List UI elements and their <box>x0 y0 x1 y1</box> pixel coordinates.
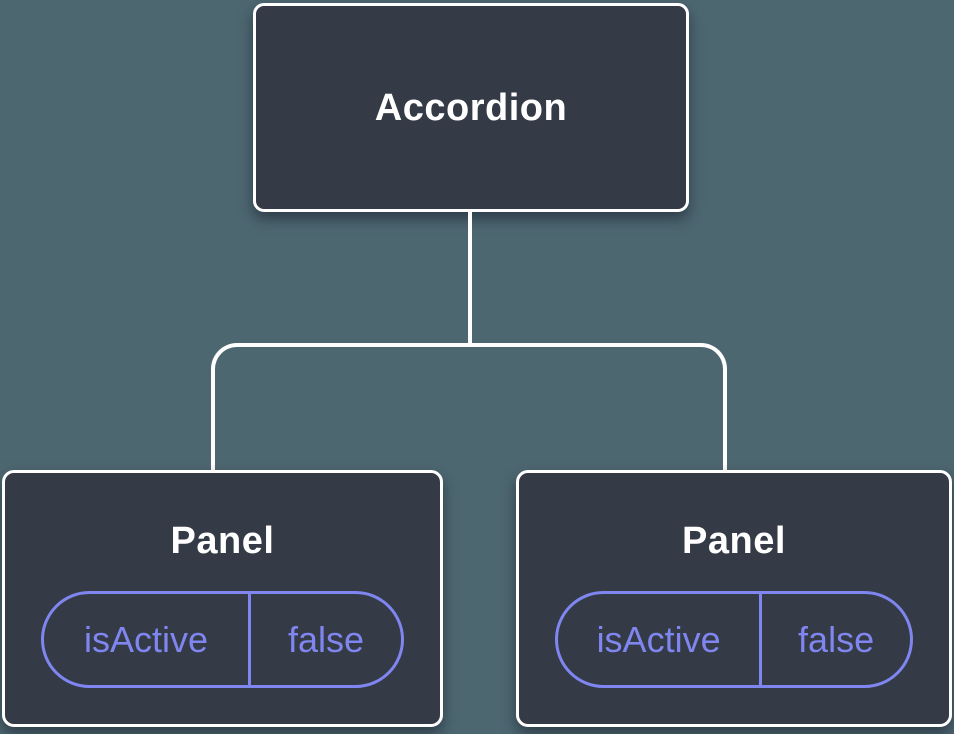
panel-node-left: Panel isActive false <box>2 470 443 727</box>
root-node-accordion: Accordion <box>253 3 689 212</box>
root-node-label: Accordion <box>374 86 568 129</box>
connector-stem <box>468 212 472 345</box>
panel-node-label: Panel <box>170 520 275 562</box>
state-name: isActive <box>44 594 252 685</box>
state-name: isActive <box>558 594 763 685</box>
panel-node-label: Panel <box>682 520 786 562</box>
state-pill: isActive false <box>555 591 913 688</box>
panel-node-right: Panel isActive false <box>516 470 952 727</box>
state-value: false <box>798 618 875 660</box>
state-value: false <box>288 618 365 660</box>
connector-bracket <box>211 343 727 470</box>
state-pill: isActive false <box>41 591 404 688</box>
